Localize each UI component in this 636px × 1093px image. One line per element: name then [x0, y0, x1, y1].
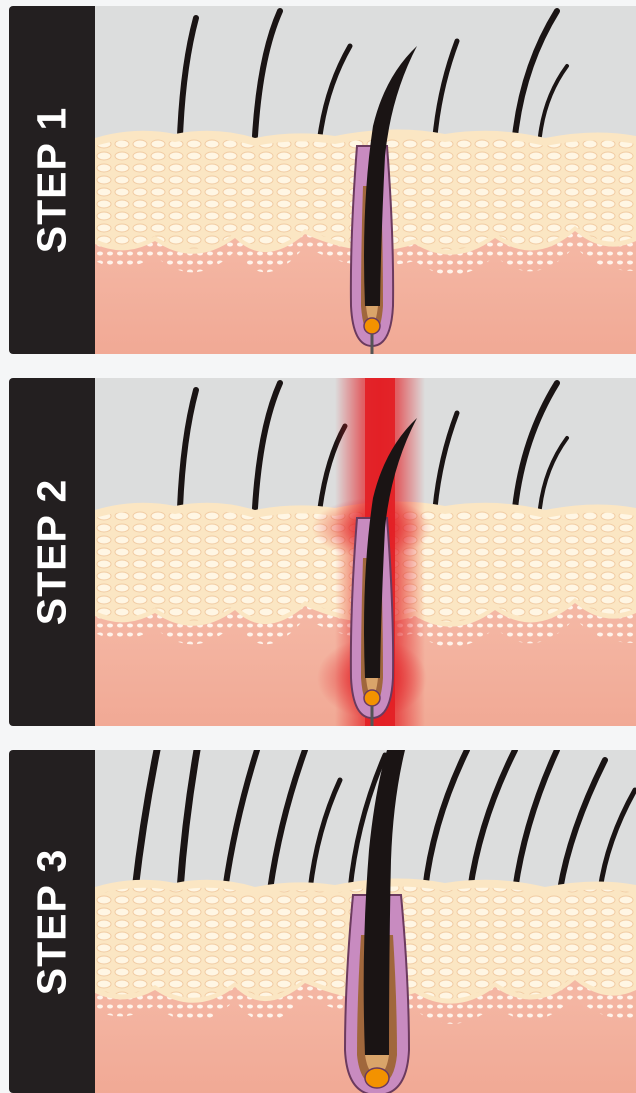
step-3-illustration: [95, 750, 636, 1093]
step-1-illustration: [95, 6, 636, 354]
step-2-skin-diagram: [95, 378, 636, 726]
step-1-panel: STEP 1: [9, 6, 636, 354]
step-1-label-bar: STEP 1: [9, 6, 95, 354]
step-3-skin-diagram: [95, 750, 636, 1093]
step-2-label-bar: STEP 2: [9, 378, 95, 726]
step-2-illustration: [95, 378, 636, 726]
step-2-panel: STEP 2: [9, 378, 636, 726]
step-3-label: STEP 3: [29, 848, 76, 995]
step-1-label: STEP 1: [29, 107, 76, 254]
step-2-label: STEP 2: [29, 479, 76, 626]
step-1-skin-diagram: [95, 6, 636, 354]
step-3-label-bar: STEP 3: [9, 750, 95, 1093]
step-3-panel: STEP 3: [9, 750, 636, 1093]
